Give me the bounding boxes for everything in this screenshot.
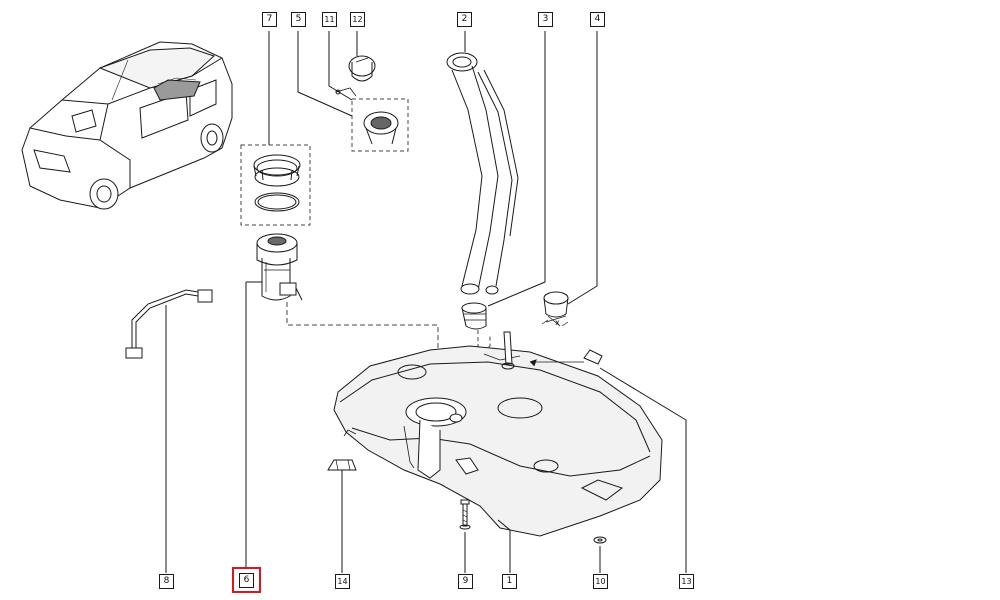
callout-8[interactable]: 8 <box>159 574 174 589</box>
callout-2[interactable]: 2 <box>457 12 472 27</box>
callout-12[interactable]: 12 <box>350 12 365 27</box>
part-6-fuel-pump <box>245 233 439 567</box>
callout-10[interactable]: 10 <box>593 574 608 589</box>
part-10-washer <box>593 536 607 573</box>
part-1-fuel-tank <box>333 345 663 573</box>
callout-14[interactable]: 14 <box>335 574 350 589</box>
callout-6[interactable]: 6 <box>239 573 254 588</box>
callout-9[interactable]: 9 <box>458 574 473 589</box>
selected-part-highlight <box>232 567 261 593</box>
part-3-hose <box>461 31 546 350</box>
part-7-ring-set <box>240 31 311 226</box>
part-9-bolt <box>459 499 471 573</box>
callout-5[interactable]: 5 <box>291 12 306 27</box>
part-13-clip <box>501 331 687 573</box>
dimension-mark: x <box>555 318 560 327</box>
callout-1[interactable]: 1 <box>502 574 517 589</box>
callout-13[interactable]: 13 <box>679 574 694 589</box>
part-8-fuel-line <box>125 289 213 573</box>
callout-3[interactable]: 3 <box>538 12 553 27</box>
part-14-bracket <box>327 459 357 573</box>
vehicle-thumbnail <box>21 41 233 210</box>
part-4-clamp <box>541 31 598 327</box>
part-5-filler-cap-assembly <box>297 31 409 152</box>
part-2-filler-neck <box>446 31 519 295</box>
callout-11[interactable]: 11 <box>322 12 337 27</box>
callout-7[interactable]: 7 <box>262 12 277 27</box>
callout-4[interactable]: 4 <box>590 12 605 27</box>
